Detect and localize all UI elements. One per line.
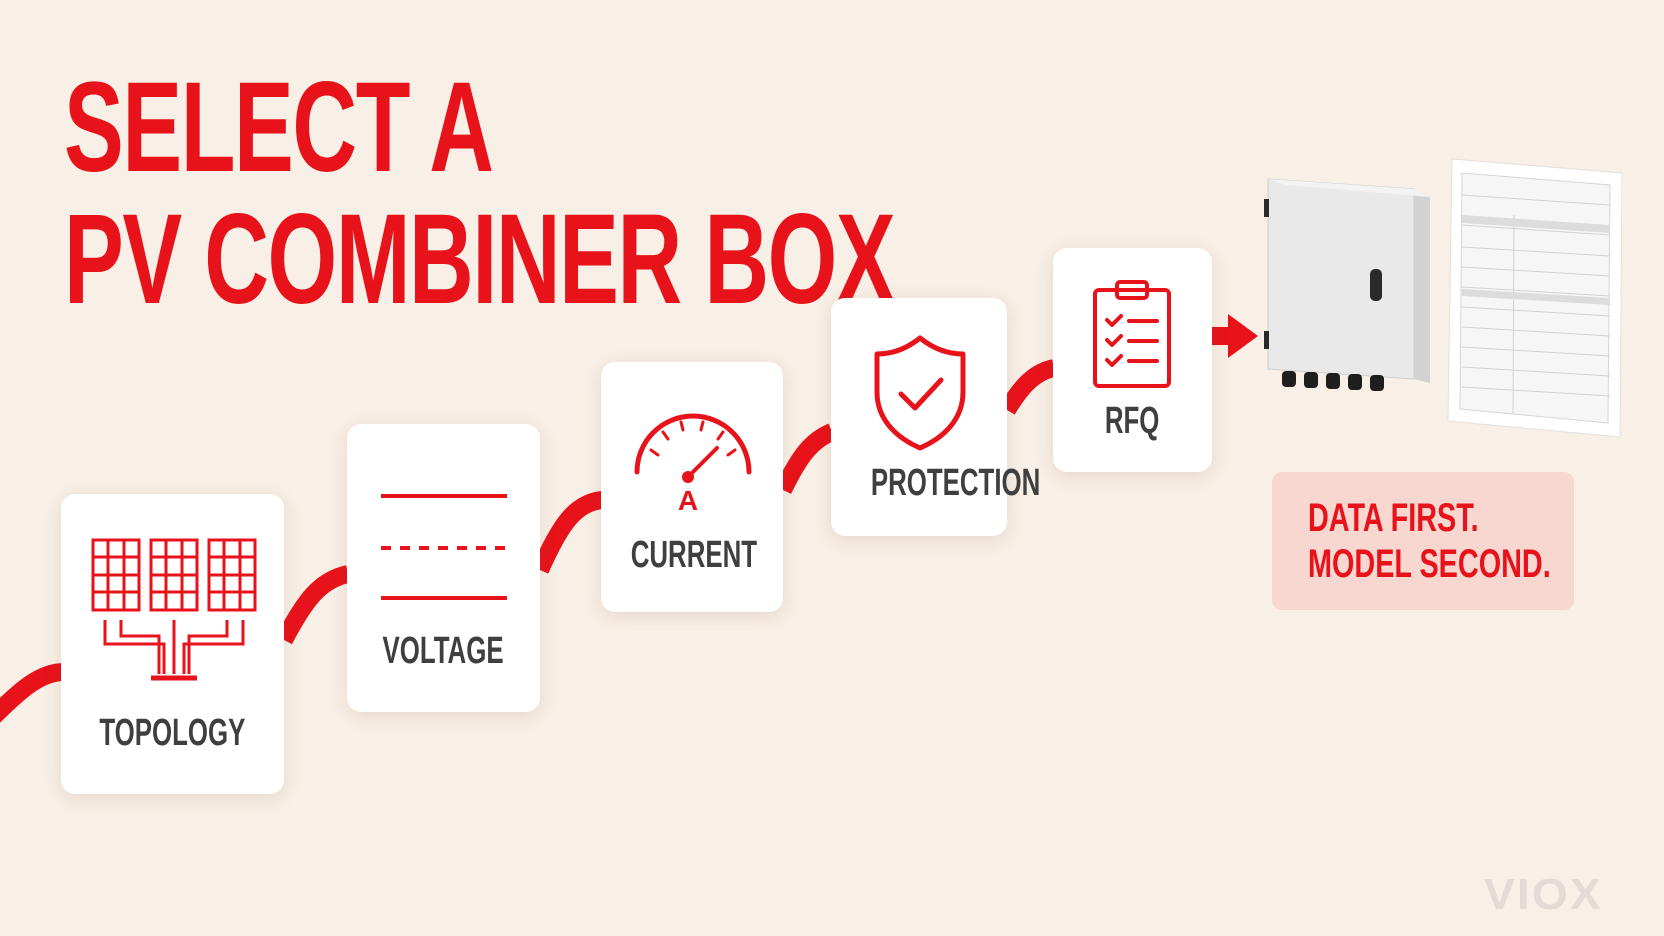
arrow-icon <box>1212 314 1258 358</box>
clipboard-checklist-icon <box>1093 280 1171 388</box>
product-image <box>1264 158 1622 438</box>
datasheet-document <box>1447 158 1622 438</box>
step-card-current: A CURRENT <box>601 362 783 612</box>
viox-logo: VIOX <box>1484 870 1603 919</box>
step-card-rfq: RFQ <box>1053 248 1212 472</box>
gauge-unit-label: A <box>678 485 698 514</box>
step-label-rfq: RFQ <box>1105 400 1160 442</box>
solar-panels-icon <box>91 538 257 681</box>
title-line-2: PV COMBINER BOX <box>64 188 896 331</box>
tagline-line-1: DATA FIRST. <box>1308 496 1479 540</box>
step-label-protection: PROTECTION <box>870 462 1041 504</box>
step-card-voltage: VOLTAGE <box>347 424 540 712</box>
step-card-protection: PROTECTION <box>831 298 1041 536</box>
ammeter-gauge-icon: A <box>634 413 752 514</box>
page-title: SELECT A PV COMBINER BOX <box>64 56 896 331</box>
step-label-topology: TOPOLOGY <box>99 712 246 754</box>
shield-check-icon <box>874 335 966 451</box>
step-label-voltage: VOLTAGE <box>382 630 505 672</box>
title-line-1: SELECT A <box>64 56 494 199</box>
tagline-line-2: MODEL SECOND. <box>1308 542 1551 586</box>
combiner-box-enclosure <box>1264 178 1430 391</box>
step-label-current: CURRENT <box>630 534 758 576</box>
tagline-box: DATA FIRST. MODEL SECOND. <box>1272 472 1574 610</box>
voltage-lines-icon <box>381 494 507 600</box>
step-card-topology: TOPOLOGY <box>61 494 284 794</box>
